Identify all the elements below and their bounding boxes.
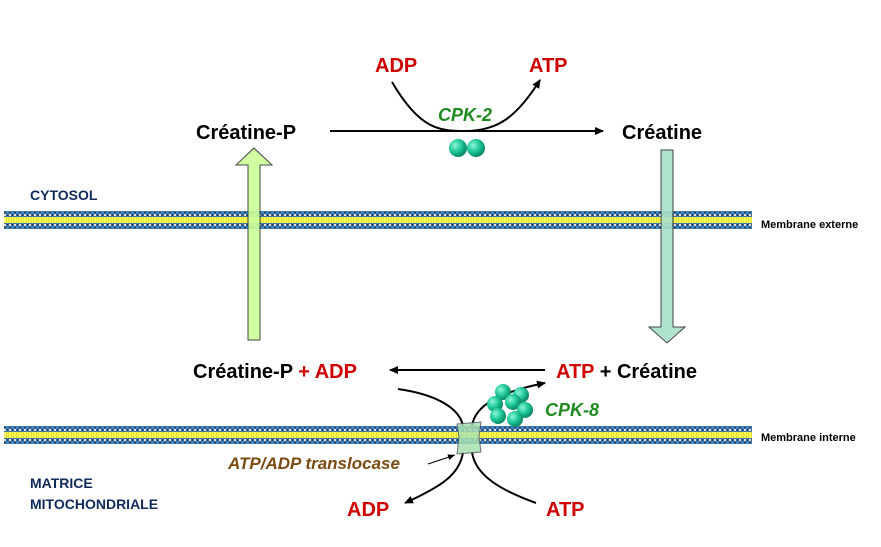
mito-right-label: ATP + Créatine bbox=[556, 361, 697, 383]
cpk8-label: CPK-8 bbox=[545, 400, 599, 420]
outer-membrane-top-heads bbox=[4, 211, 752, 217]
matrix-atp-curve bbox=[471, 451, 537, 504]
outer-membrane-label: Membrane externe bbox=[761, 219, 858, 231]
mito-left-label: Créatine-P + ADP bbox=[193, 361, 357, 383]
creatine-down-arrow bbox=[647, 149, 687, 344]
cytosol-product-label: Créatine bbox=[622, 122, 702, 144]
cytosol-region-label: CYTOSOL bbox=[30, 187, 98, 203]
inner-membrane-top-heads bbox=[4, 426, 752, 432]
cytosol-adp-label: ADP bbox=[375, 55, 417, 77]
inner-membrane-tails bbox=[4, 432, 752, 438]
mito-plus-creatine: + Créatine bbox=[594, 361, 697, 383]
inner-membrane-bottom-heads bbox=[4, 438, 752, 444]
translocase-icon bbox=[456, 421, 482, 455]
matrix-region-label-line2: MITOCHONDRIALE bbox=[30, 496, 158, 512]
matrix-region-label-line1: MATRICE bbox=[30, 475, 93, 491]
outer-membrane bbox=[4, 211, 752, 229]
translocase-label: ATP/ADP translocase bbox=[227, 454, 400, 473]
mito-creatine-p: Créatine-P bbox=[193, 361, 293, 383]
cpk2-enzyme-icon bbox=[449, 139, 485, 157]
matrix-adp-label: ADP bbox=[347, 499, 389, 521]
creatine-p-up-arrow bbox=[234, 147, 274, 341]
outer-membrane-tails bbox=[4, 217, 752, 223]
outer-membrane-bottom-heads bbox=[4, 223, 752, 229]
adp-import-curve bbox=[397, 388, 464, 427]
cpk2-cofactor-curve bbox=[391, 79, 541, 133]
mito-plus-adp: + ADP bbox=[293, 361, 357, 383]
cytosol-substrate-label: Créatine-P bbox=[196, 122, 296, 144]
matrix-adp-curve bbox=[404, 451, 464, 504]
inner-membrane bbox=[4, 426, 752, 444]
cpk8-enzyme-icon bbox=[487, 384, 533, 427]
inner-membrane-label: Membrane interne bbox=[761, 432, 856, 444]
cytosol-atp-label: ATP bbox=[529, 55, 568, 77]
translocase-pointer bbox=[427, 454, 456, 465]
mito-atp: ATP bbox=[556, 361, 594, 383]
matrix-atp-label: ATP bbox=[546, 499, 585, 521]
cpk2-label: CPK-2 bbox=[438, 105, 492, 125]
